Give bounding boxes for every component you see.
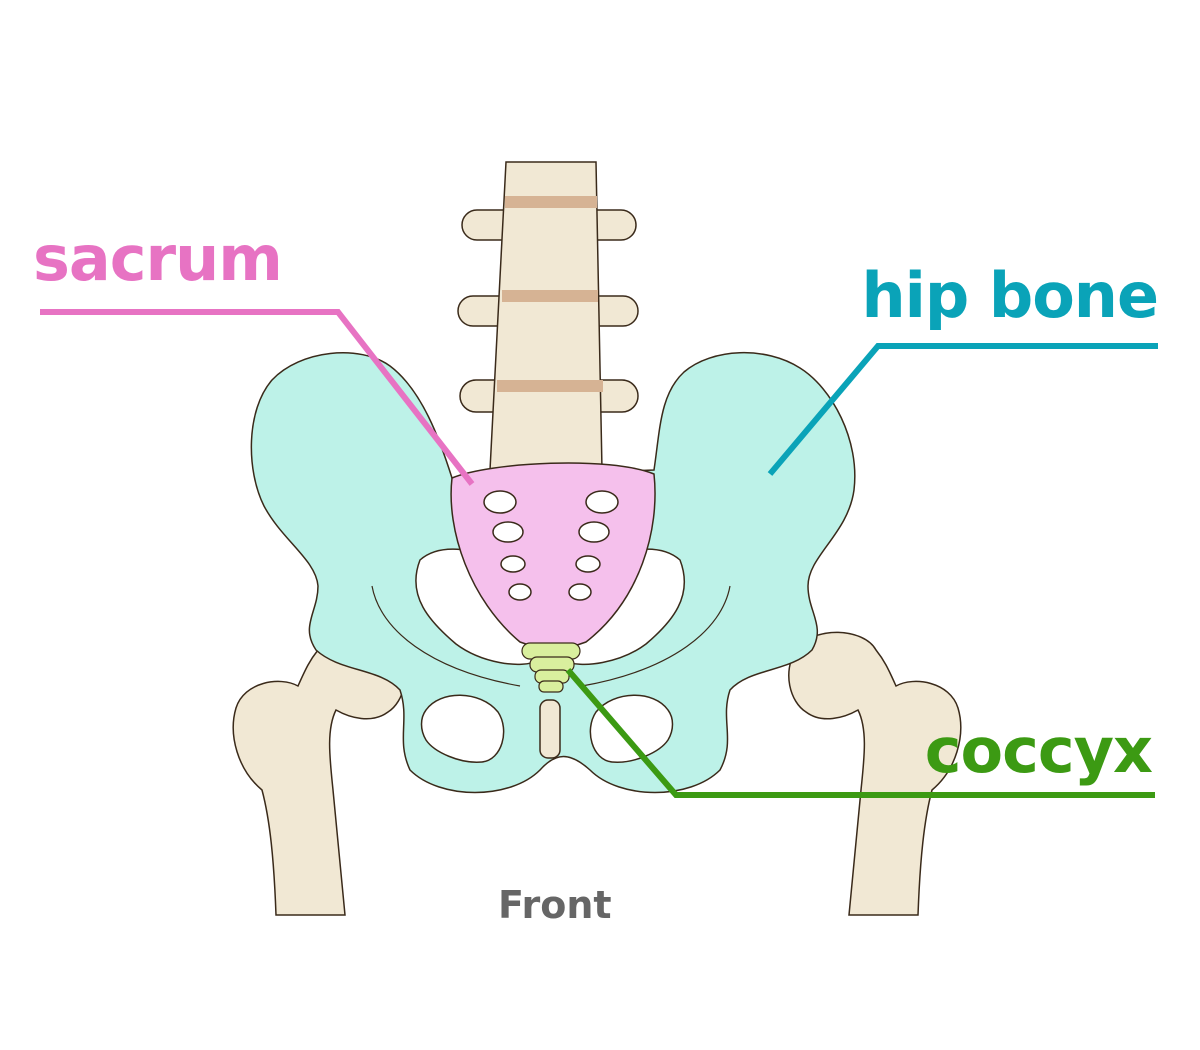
sacrum-label: sacrum [33, 222, 283, 295]
sacral-foramen [585, 490, 619, 514]
intervertebral-disc-2 [502, 290, 598, 302]
lumbar-spine [457, 161, 639, 471]
hip-bone-leader-line [767, 343, 1158, 476]
sacral-foramen [578, 521, 610, 543]
sacral-foramen [483, 490, 517, 514]
sacral-foramen [568, 583, 592, 601]
intervertebral-disc-1 [505, 196, 597, 208]
coccyx-bone [521, 642, 581, 693]
sacral-foramen [575, 555, 601, 573]
sacral-foramen [508, 583, 532, 601]
sacral-foramen [500, 555, 526, 573]
pubic-symphysis [539, 699, 561, 759]
coccyx-segment [538, 680, 564, 693]
right-femur [788, 631, 962, 916]
intervertebral-disc-3 [497, 380, 603, 392]
view-caption: Front [498, 883, 612, 927]
sacrum-leader-line [40, 309, 475, 486]
sacral-foramen [492, 521, 524, 543]
coccyx-leader-line [565, 668, 1155, 798]
vertebral-column [489, 161, 603, 471]
sacrum-shape [450, 462, 656, 649]
sacrum-bone [450, 462, 656, 649]
pelvic-brim-contour [371, 585, 731, 687]
coccyx-label: coccyx [924, 714, 1153, 787]
hip-bone-label: hip bone [861, 259, 1159, 332]
